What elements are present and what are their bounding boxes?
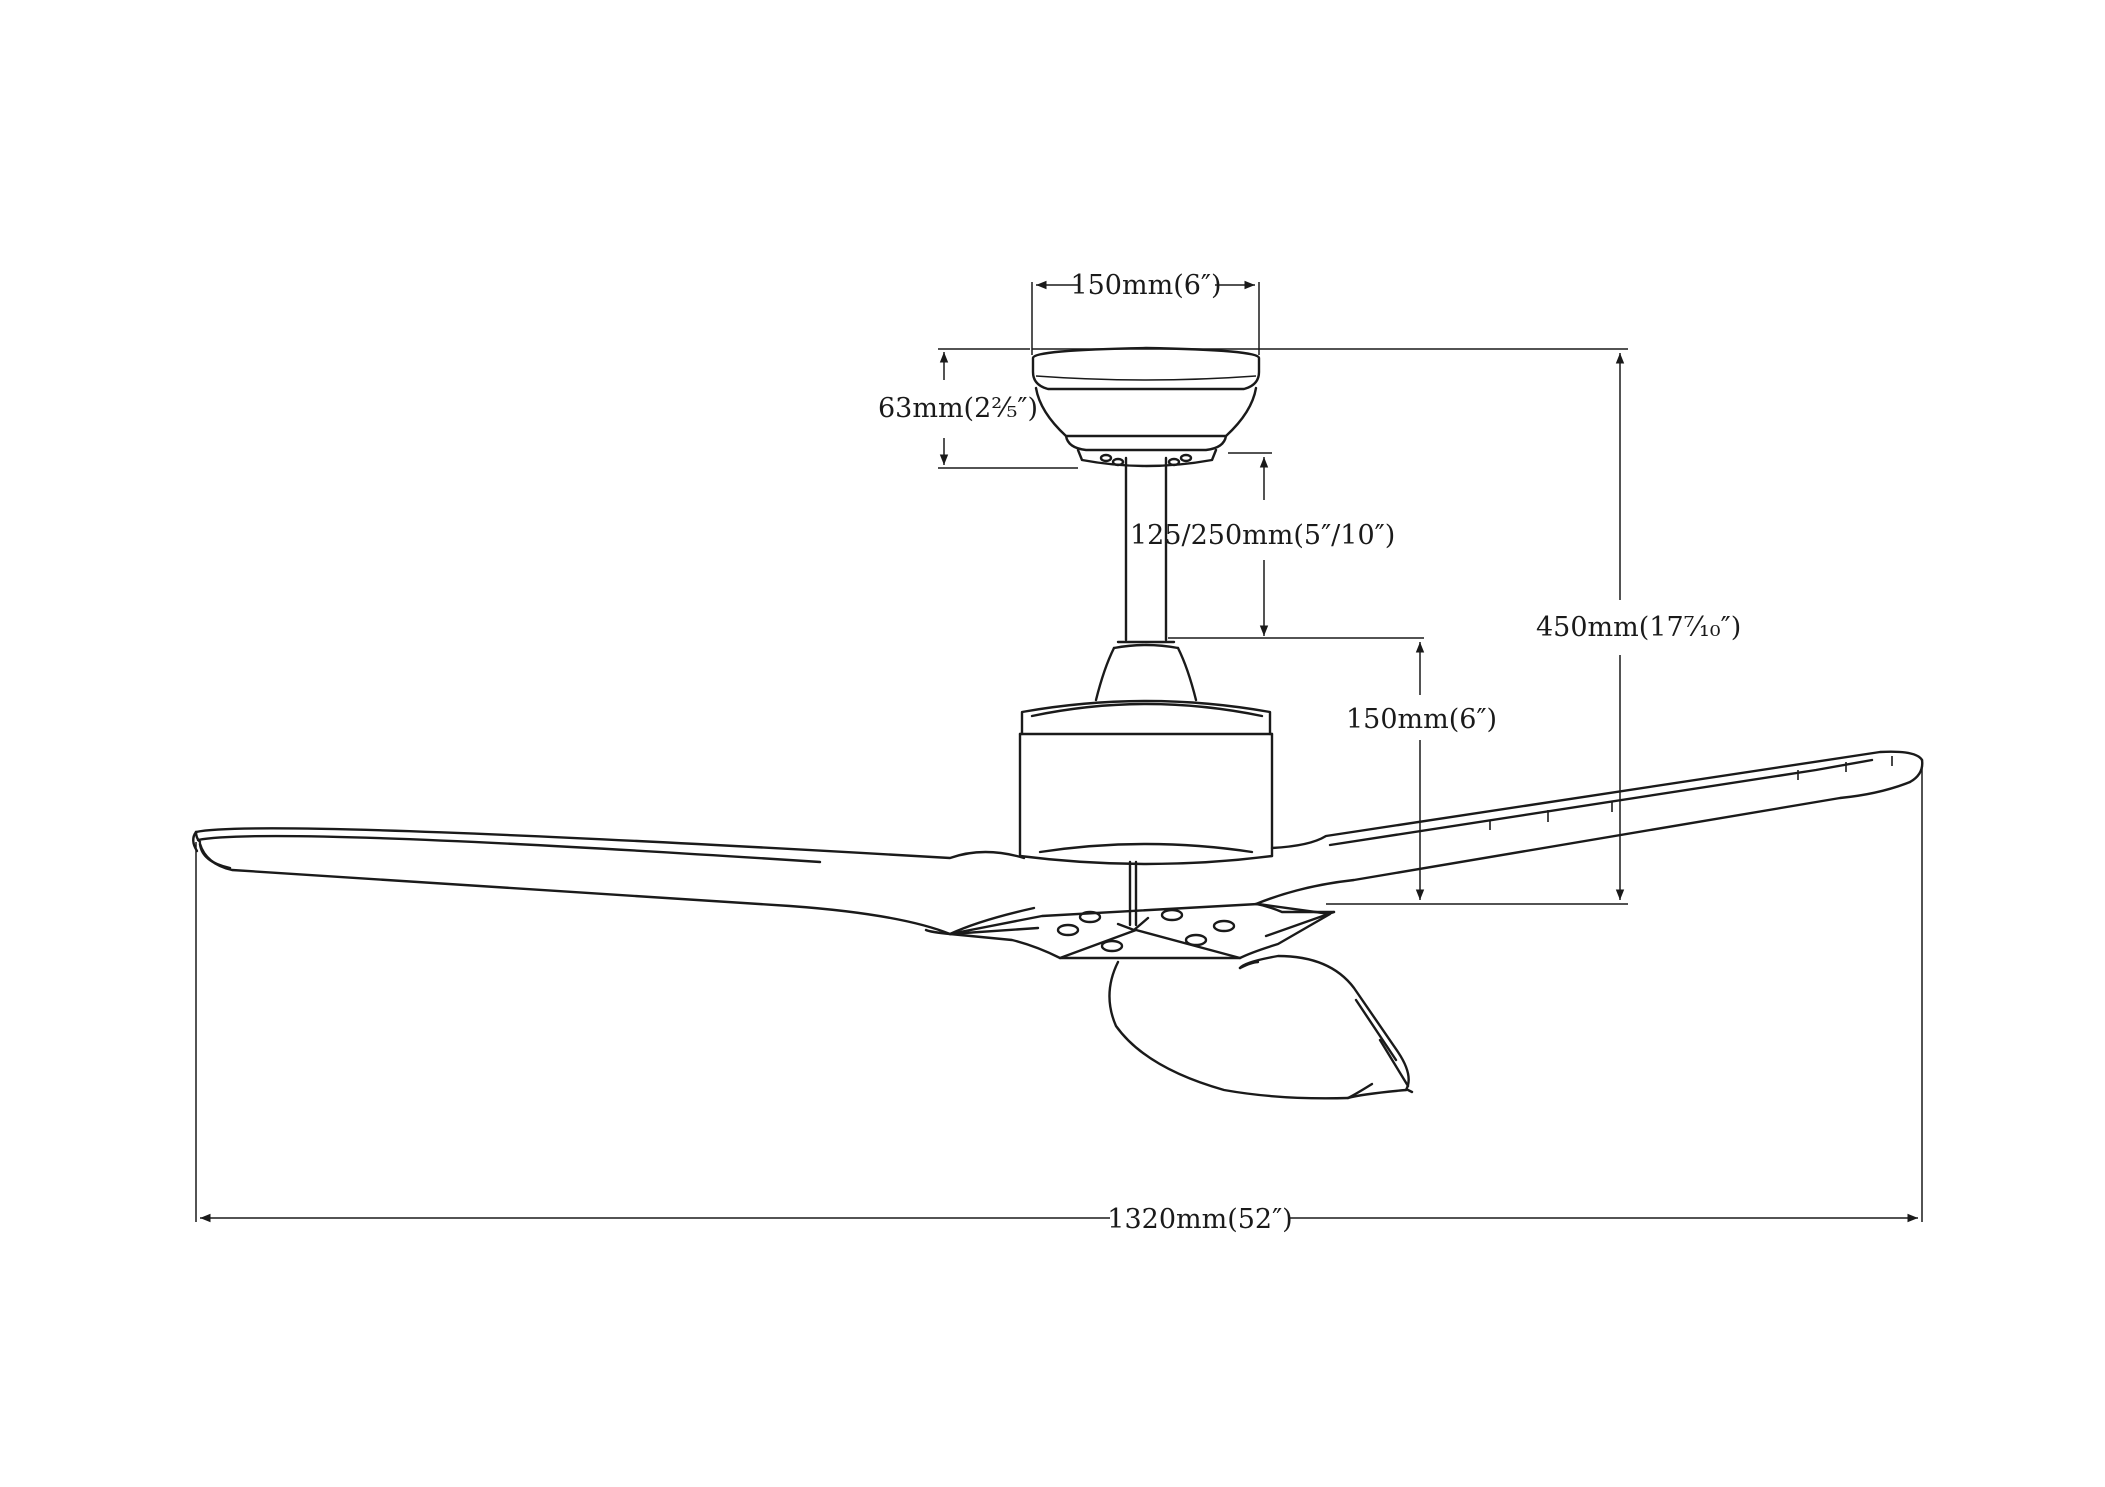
dim-total-height-label: 450mm(17⁷⁄₁₀″) xyxy=(1536,612,1741,643)
dim-canopy-height: 63mm(2²⁄₅″) xyxy=(878,348,1078,469)
ceiling-fan xyxy=(192,346,1924,1100)
dim-downrod-length-label: 125/250mm(5″/10″) xyxy=(1130,520,1395,551)
dim-motor-height: 150mm(6″) xyxy=(1168,637,1628,905)
dimension-annotations: 150mm(6″) 63mm(2²⁄₅″) 125/250mm(5″/10″) … xyxy=(195,270,1923,1235)
downrod xyxy=(1124,456,1168,642)
motor-housing xyxy=(1018,699,1274,927)
blade-right xyxy=(1254,750,1924,938)
dim-motor-height-label: 150mm(6″) xyxy=(1346,704,1497,735)
dim-canopy-width: 150mm(6″) xyxy=(1031,270,1260,355)
dim-canopy-height-label: 63mm(2²⁄₅″) xyxy=(878,393,1038,424)
dim-canopy-width-label: 150mm(6″) xyxy=(1070,270,1221,301)
blade-hub xyxy=(948,902,1332,960)
dim-total-height: 450mm(17⁷⁄₁₀″) xyxy=(1032,348,1741,900)
blade-front xyxy=(1108,954,1414,1100)
downrod-coupler xyxy=(1094,640,1198,702)
canopy xyxy=(1031,346,1261,468)
dim-blade-span-label: 1320mm(52″) xyxy=(1107,1204,1292,1235)
blade-left xyxy=(192,827,1040,936)
dim-blade-span: 1320mm(52″) xyxy=(195,764,1923,1235)
dim-downrod-length: 125/250mm(5″/10″) xyxy=(1130,452,1395,636)
